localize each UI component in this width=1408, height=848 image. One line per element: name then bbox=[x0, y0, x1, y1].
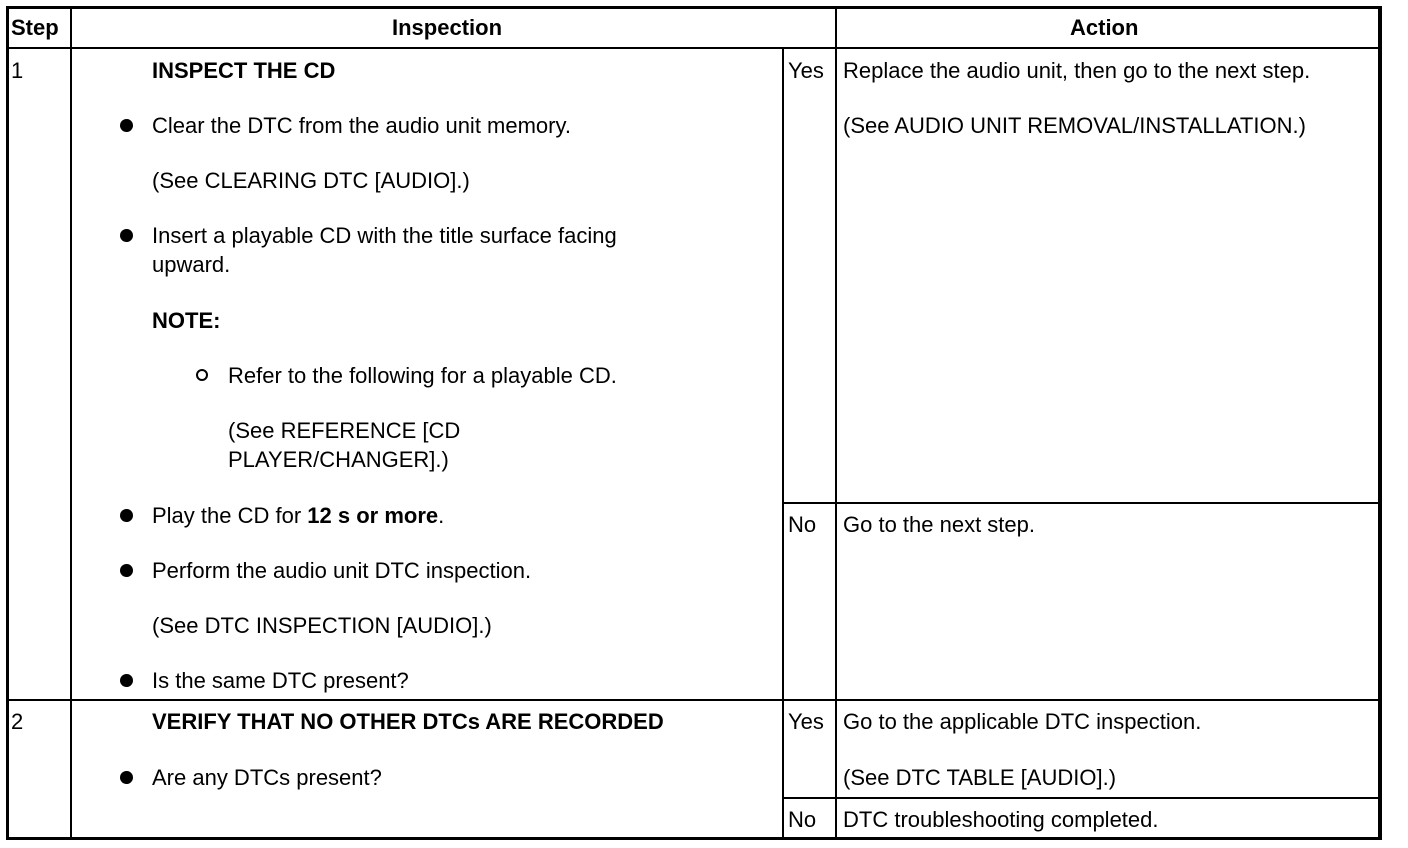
header-inspection: Inspection bbox=[392, 15, 503, 40]
step1-note-sub1: Refer to the following for a playable CD… bbox=[228, 363, 617, 388]
action-column-divider bbox=[835, 6, 837, 840]
bullet-icon bbox=[120, 771, 133, 784]
step1-yes-no-divider bbox=[782, 502, 1380, 504]
inspection-table bbox=[6, 6, 1382, 840]
step1-bullet4: Perform the audio unit DTC inspection. bbox=[152, 558, 532, 583]
bullet-icon bbox=[120, 509, 133, 522]
header-action: Action bbox=[1070, 15, 1139, 40]
step1-note-ref-line1: (See REFERENCE [CD bbox=[228, 418, 461, 443]
header-divider bbox=[6, 47, 1382, 49]
step1-note-label: NOTE: bbox=[152, 308, 221, 333]
step-divider bbox=[6, 699, 1382, 701]
step2-yes-action: Go to the applicable DTC inspection. bbox=[843, 709, 1202, 734]
bullet-icon bbox=[120, 119, 133, 132]
step2-no-label: No bbox=[788, 807, 817, 832]
step2-yes-no-divider bbox=[782, 797, 1380, 799]
circle-bullet-icon bbox=[196, 369, 208, 381]
step-column-divider bbox=[70, 6, 72, 840]
step2-bullet1: Are any DTCs present? bbox=[152, 765, 382, 790]
step1-bullet2-line2: upward. bbox=[152, 252, 231, 277]
step1-bullet4-ref: (See DTC INSPECTION [AUDIO].) bbox=[152, 613, 492, 638]
step1-title: INSPECT THE CD bbox=[152, 58, 336, 83]
header-step: Step bbox=[11, 15, 59, 40]
step1-yes-label: Yes bbox=[788, 58, 824, 83]
step1-bullet3: Play the CD for 12 s or more. bbox=[152, 501, 444, 530]
step1-yes-action-ref: (See AUDIO UNIT REMOVAL/INSTALLATION.) bbox=[843, 113, 1306, 138]
step1-bullet3-pre: Play the CD for bbox=[152, 503, 308, 528]
step2-title: VERIFY THAT NO OTHER DTCs ARE RECORDED bbox=[152, 709, 664, 734]
inspection-column-divider bbox=[782, 47, 784, 840]
step1-bullet3-post: . bbox=[438, 503, 445, 528]
step1-bullet1: Clear the DTC from the audio unit memory… bbox=[152, 113, 571, 138]
step1-bullet3-bold: 12 s or more bbox=[307, 503, 439, 528]
step2-no-action: DTC troubleshooting completed. bbox=[843, 807, 1159, 832]
bullet-icon bbox=[120, 674, 133, 687]
step1-bullet2-line1: Insert a playable CD with the title surf… bbox=[152, 223, 617, 248]
step2-yes-label: Yes bbox=[788, 709, 824, 734]
step2-yes-action-ref: (See DTC TABLE [AUDIO].) bbox=[843, 765, 1117, 790]
bullet-icon bbox=[120, 229, 133, 242]
step2-number: 2 bbox=[11, 709, 24, 734]
step1-bullet5: Is the same DTC present? bbox=[152, 668, 409, 693]
step1-number: 1 bbox=[11, 58, 24, 83]
step1-no-label: No bbox=[788, 512, 817, 537]
step1-no-action: Go to the next step. bbox=[843, 512, 1036, 537]
step1-yes-action: Replace the audio unit, then go to the n… bbox=[843, 58, 1311, 83]
step1-bullet1-ref: (See CLEARING DTC [AUDIO].) bbox=[152, 168, 470, 193]
bullet-icon bbox=[120, 564, 133, 577]
step1-note-ref-line2: PLAYER/CHANGER].) bbox=[228, 447, 449, 472]
